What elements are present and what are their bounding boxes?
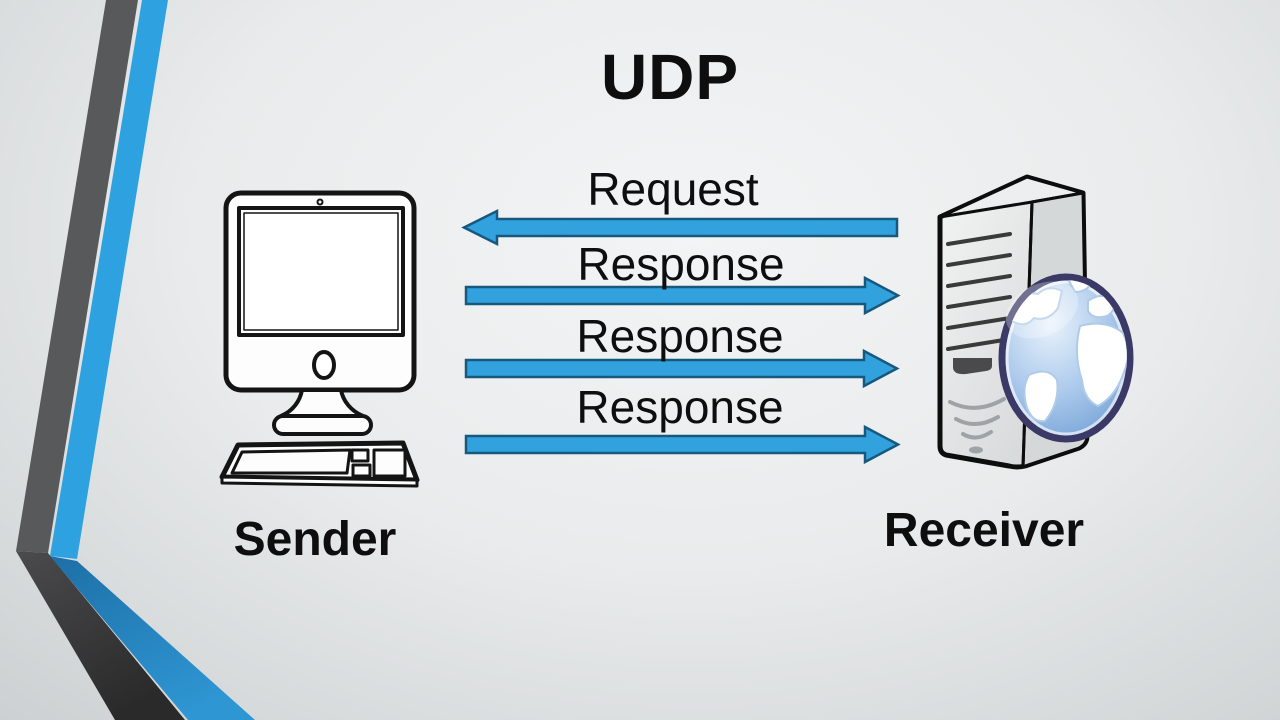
server-speaker-arcs <box>948 397 1006 440</box>
monitor-screen <box>237 206 405 337</box>
monitor-button <box>312 350 336 380</box>
request-label: Request <box>587 163 759 215</box>
sender-computer-icon <box>219 190 420 488</box>
globe-highlight <box>1005 281 1079 339</box>
keyboard-key-small-2 <box>351 463 372 478</box>
camera-dot-icon <box>316 198 324 206</box>
monitor-screen-inner-line <box>243 212 399 331</box>
server-drive-slot <box>953 358 992 375</box>
receiver-server-icon <box>937 174 1134 470</box>
response-arrow-3 <box>464 424 901 465</box>
response-label-1: Response <box>577 238 785 290</box>
response-label-3: Response <box>576 381 784 433</box>
gray-stripe-upper <box>16 0 138 553</box>
request-arrow <box>461 208 899 247</box>
sender-label: Sender <box>233 513 397 566</box>
receiver-label: Receiver <box>883 504 1085 557</box>
response-label-2: Response <box>576 310 784 362</box>
diagram-title: UDP <box>600 41 740 113</box>
response-arrow-2 <box>464 348 900 389</box>
server-vents <box>946 232 1012 351</box>
server-foot-dot <box>969 446 983 454</box>
blue-stripe-lower <box>50 556 255 720</box>
response-arrow-1 <box>464 275 901 316</box>
gray-stripe-lower <box>16 551 185 720</box>
blue-stripe-upper <box>50 0 168 559</box>
keyboard-key-small-1 <box>350 448 370 463</box>
globe-icon <box>998 273 1134 443</box>
monitor-stand-base <box>272 414 373 436</box>
keyboard-numpad <box>372 448 407 478</box>
keyboard-edge <box>220 475 419 488</box>
keyboard-key-area <box>230 448 352 475</box>
